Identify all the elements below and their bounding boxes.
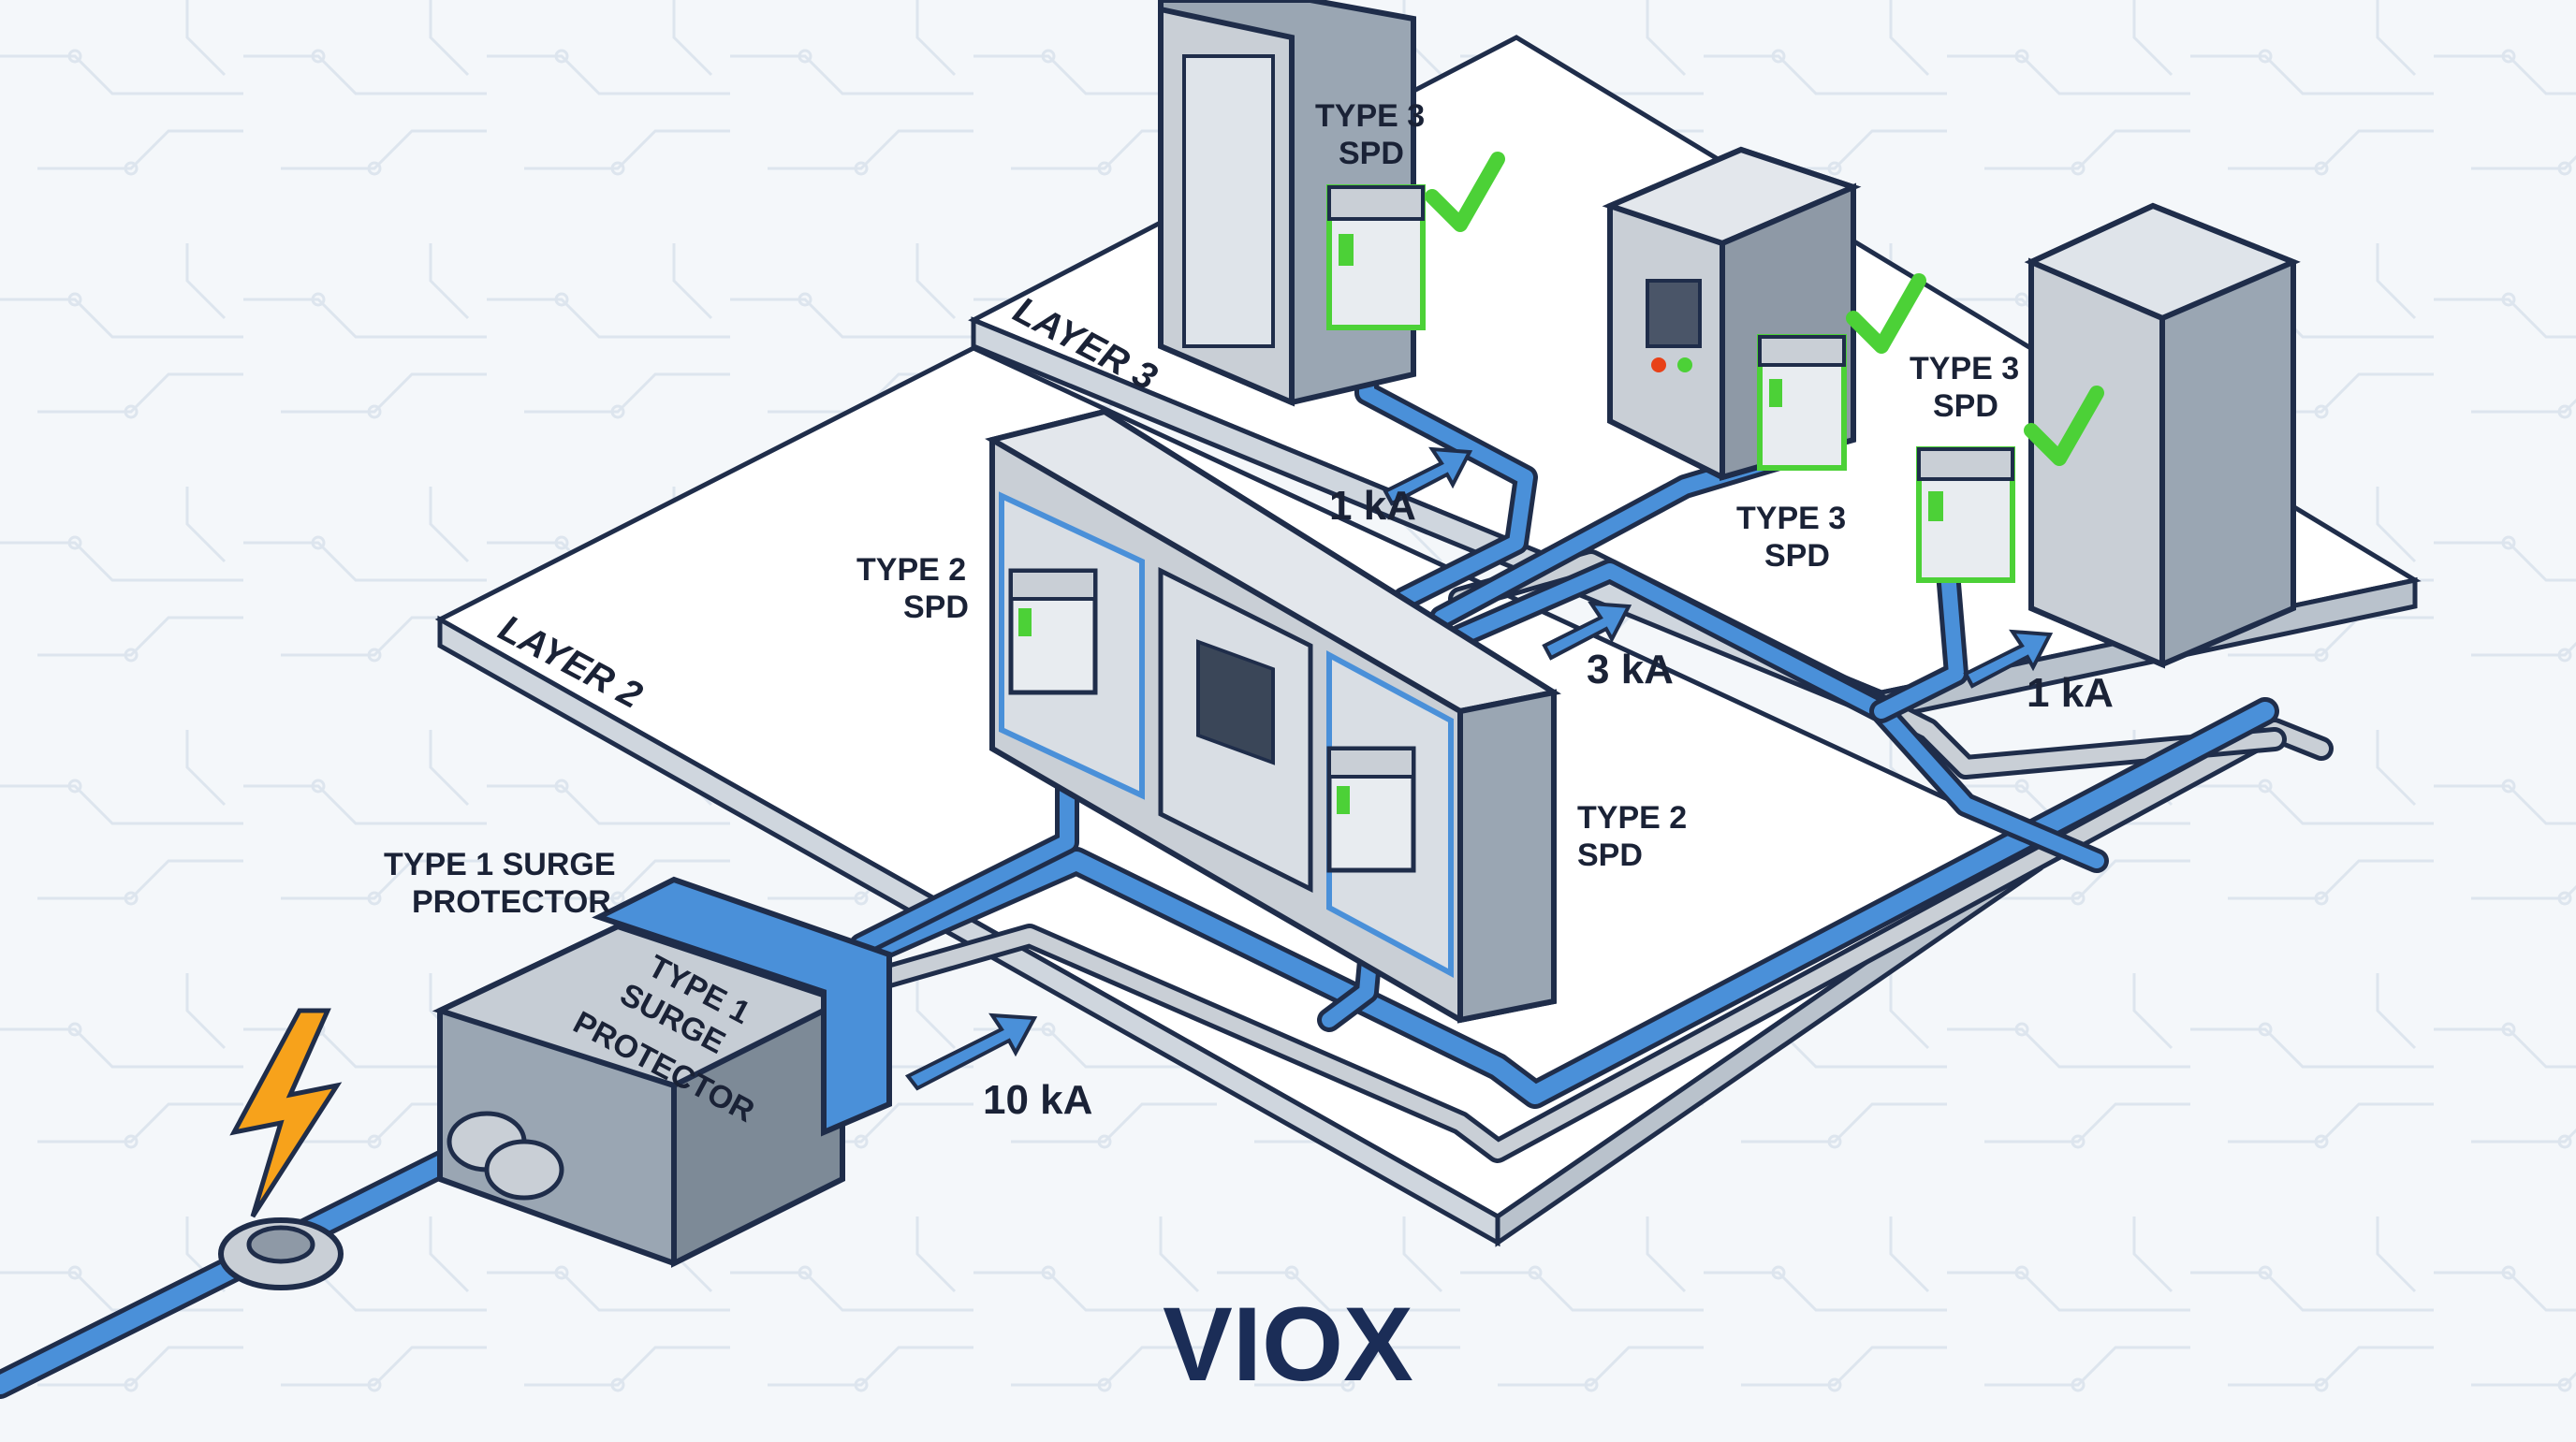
type3-mid-label-line2: SPD — [1764, 538, 1830, 574]
type1-label-line2: PROTECTOR — [412, 884, 611, 920]
type3-right-label-line1: TYPE 3 — [1910, 351, 2019, 386]
type2-spd-left — [1008, 568, 1098, 695]
current-server-left-label: 1 kA — [1329, 483, 1416, 529]
type2-left-label-line1: TYPE 2 — [856, 552, 966, 588]
current-layer2-label: 3 kA — [1587, 647, 1674, 692]
check-icon — [1846, 273, 1926, 354]
arrow-icon — [904, 1012, 1038, 1091]
type3-mid-label-line1: TYPE 3 — [1736, 501, 1846, 536]
type3-spd-top — [1326, 184, 1426, 330]
arrow-icon — [1542, 601, 1632, 661]
type2-right-label-line1: TYPE 2 — [1577, 800, 1687, 836]
check-icon — [2024, 386, 2104, 466]
lightning-bolt-icon — [229, 1008, 343, 1218]
type2-spd-right — [1326, 746, 1416, 873]
type3-spd-right — [1916, 446, 2015, 583]
entry-ring — [218, 1217, 344, 1290]
type3-top-label-line1: TYPE 3 — [1315, 98, 1425, 134]
type2-right-label-line2: SPD — [1577, 838, 1643, 873]
type2-left-label-line2: SPD — [903, 590, 969, 625]
arrow-icon — [1963, 629, 2054, 689]
type1-label-line1: TYPE 1 SURGE — [384, 847, 616, 882]
type1-surge-protector-device: TYPE 1 SURGE PROTECTOR — [432, 876, 892, 1268]
current-main-label: 10 kA — [983, 1077, 1092, 1123]
arrow-icon — [1383, 446, 1473, 506]
check-icon — [1425, 152, 1505, 232]
brand-logo: VIOX — [1163, 1286, 1413, 1403]
type3-spd-mid — [1757, 334, 1847, 471]
current-server-right-label: 1 kA — [2027, 670, 2114, 716]
type3-right-label-line2: SPD — [1933, 388, 1998, 424]
server-rack-right — [2024, 202, 2301, 669]
type3-top-label-line2: SPD — [1339, 136, 1404, 171]
